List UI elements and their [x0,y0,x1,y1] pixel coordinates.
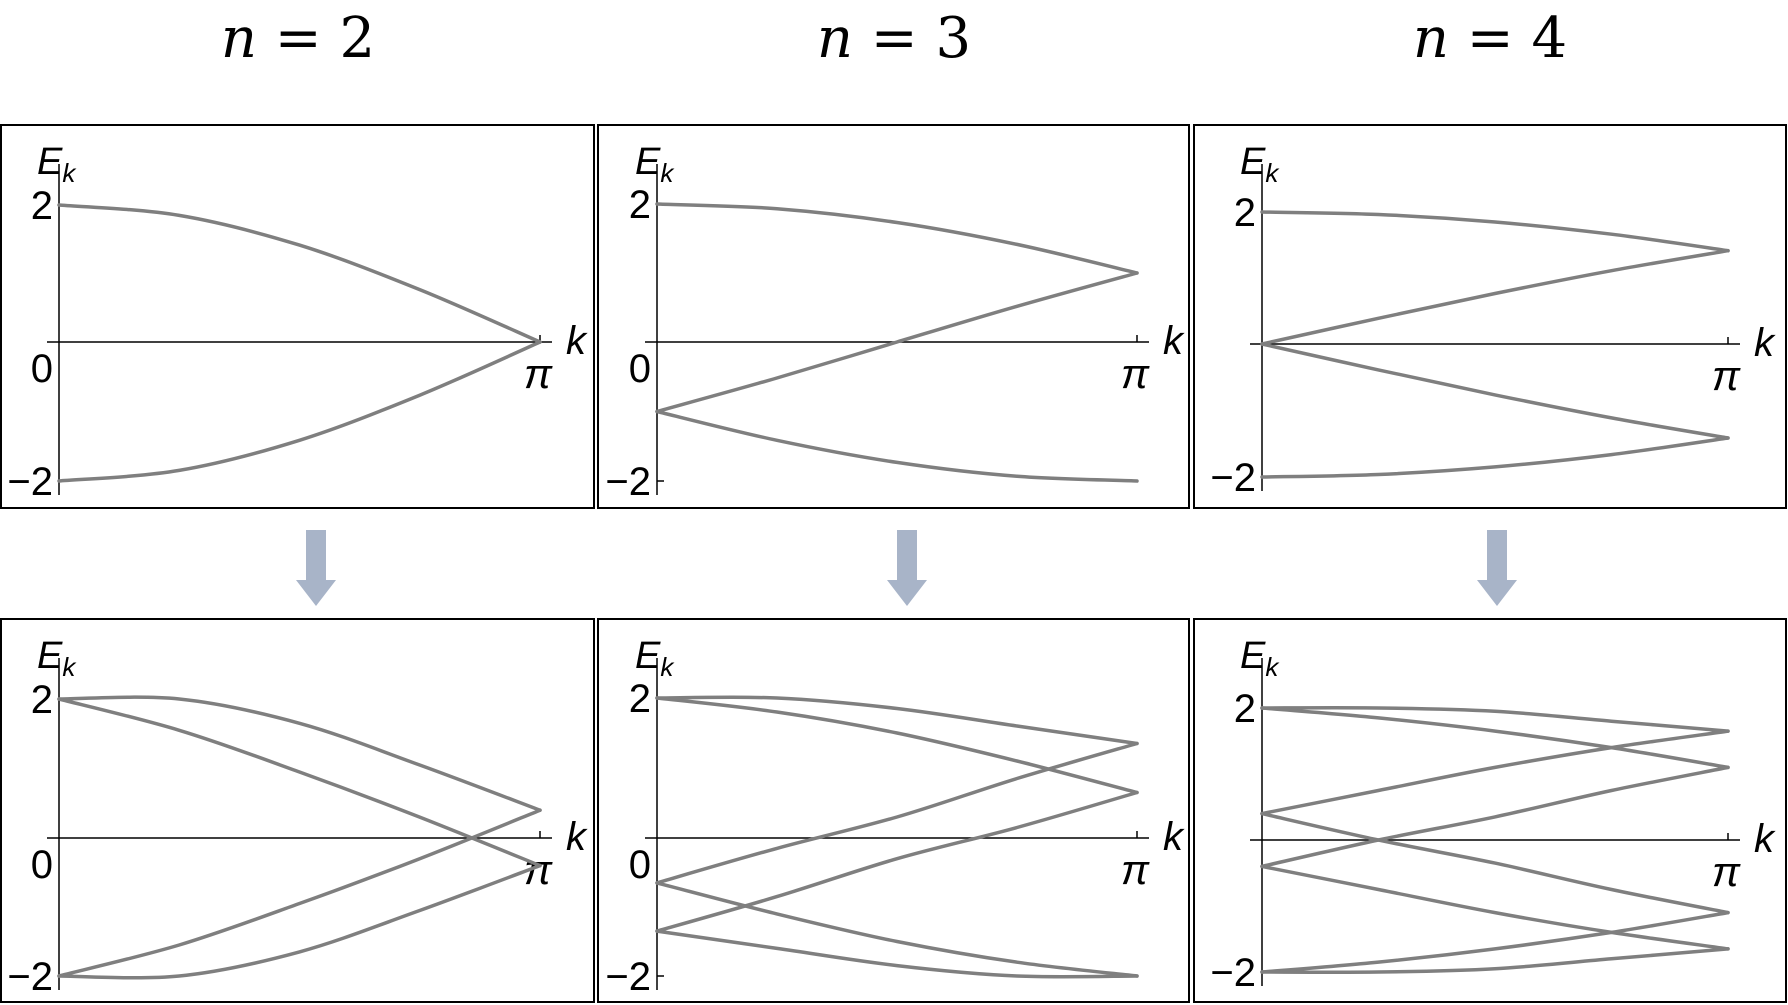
band-curve [1260,864,1730,951]
band-curve [1260,436,1730,479]
band-curve [655,881,1139,978]
n-symbol: n [220,6,257,71]
x-axis-label: k [566,319,588,363]
band-curve [1260,706,1730,770]
band-curve [57,203,542,344]
panel-frame [597,618,1190,1003]
y-tick-label: −2 [1210,951,1256,995]
y-tick-label: −2 [7,955,53,999]
panel-frame [1193,618,1787,1003]
y-tick-label: 2 [31,184,53,228]
band-curve [57,697,542,868]
panel-frame [1193,124,1787,509]
band-curve [1260,706,1730,733]
panel-frame [597,124,1190,509]
band-curve [57,863,542,980]
x-tick-label-pi: π [1712,352,1741,399]
y-tick-label: 0 [31,347,53,391]
x-axis-label: k [566,815,588,859]
n-value: 2 [339,6,376,71]
band-curve [1260,210,1730,253]
band-curve [655,271,1139,414]
band-curve [1260,729,1730,816]
band-curve [655,202,1139,275]
y-tick-label: 2 [1234,687,1256,731]
y-tick-label: 2 [629,677,651,721]
y-axis-label: Ek [635,635,675,682]
y-axis-label: Ek [37,141,77,188]
x-axis-label: k [1754,817,1776,861]
x-axis-label: k [1163,815,1185,859]
band-curve [655,409,1139,483]
x-tick-label-pi: π [1121,350,1150,397]
y-tick-label: 2 [1234,191,1256,235]
down-arrow-icon [887,530,927,606]
y-tick-label: 2 [629,183,651,227]
band-curve [655,929,1139,979]
y-tick-label: −2 [605,955,651,999]
equals-sign: = [870,6,918,71]
y-tick-label: 0 [629,347,651,391]
band-curve [57,808,542,978]
equals-sign: = [274,6,322,71]
n-value: 4 [1531,6,1568,71]
band-curve [57,695,542,812]
x-axis-label: k [1163,319,1185,363]
y-axis-label: Ek [1240,635,1280,682]
band-curve [1260,765,1730,869]
band-curve [1260,342,1730,440]
equals-sign: = [1466,6,1514,71]
y-axis-label: Ek [1240,141,1280,188]
band-curve [1260,910,1730,974]
band-curve [1260,947,1730,974]
y-tick-label: 2 [31,678,53,722]
panel-frame [0,124,595,509]
y-tick-label: −2 [7,460,53,504]
x-tick-label-pi: π [524,350,553,397]
band-curve [655,695,1139,746]
x-tick-label-pi: π [1121,846,1150,893]
band-curve [1260,248,1730,346]
y-tick-label: −2 [1210,456,1256,500]
n-symbol: n [1412,6,1449,71]
column-title-n2: n = 2 [0,6,596,71]
n-symbol: n [816,6,853,71]
band-curve [655,741,1139,885]
x-axis-label: k [1754,321,1776,365]
band-curve [655,696,1139,795]
y-axis-label: Ek [635,141,675,188]
y-tick-label: 0 [31,843,53,887]
band-curve [1260,811,1730,915]
panel-frame [0,618,595,1003]
x-tick-label-pi: π [1712,848,1741,895]
y-tick-label: 0 [629,843,651,887]
column-title-n3: n = 3 [596,6,1192,71]
y-axis-label: Ek [37,635,77,682]
y-tick-label: −2 [605,460,651,504]
n-value: 3 [935,6,972,71]
band-curve [655,790,1139,933]
column-title-n4: n = 4 [1192,6,1788,71]
down-arrow-icon [296,530,336,606]
band-curve [57,340,542,483]
down-arrow-icon [1477,530,1517,606]
